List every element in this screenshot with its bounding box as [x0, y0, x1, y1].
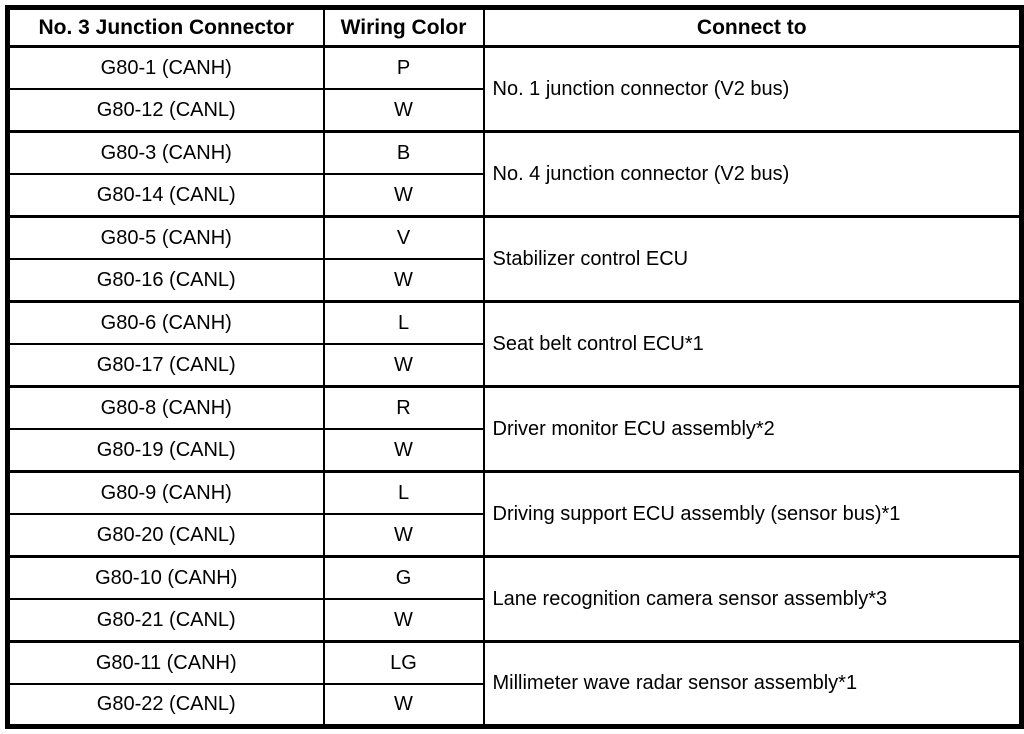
- junction-connector-wiring-table: No. 3 Junction Connector Wiring Color Co…: [5, 5, 1024, 729]
- wiring-color-cell: W: [322, 88, 485, 133]
- table-row: G80-14 (CANL)W: [6, 173, 1022, 218]
- pin-cell: G80-16 (CANL): [6, 258, 325, 303]
- header-junction-connector: No. 3 Junction Connector: [6, 6, 325, 48]
- pin-cell: G80-10 (CANH): [6, 555, 325, 600]
- table-row: G80-20 (CANL)W: [6, 513, 1022, 558]
- header-connect-to: Connect to: [482, 6, 1023, 48]
- table-row: G80-17 (CANL)W: [6, 343, 1022, 388]
- pin-cell: G80-5 (CANH): [6, 215, 325, 260]
- connect-to-cell: Millimeter wave radar sensor assembly*1: [482, 640, 1023, 728]
- pin-cell: G80-17 (CANL): [6, 343, 325, 388]
- pin-cell: G80-8 (CANH): [6, 385, 325, 430]
- connect-to-cell: No. 1 junction connector (V2 bus): [482, 45, 1023, 133]
- wiring-color-cell: R: [322, 385, 485, 430]
- wiring-color-cell: V: [322, 215, 485, 260]
- wiring-color-cell: L: [322, 470, 485, 515]
- pin-cell: G80-21 (CANL): [6, 598, 325, 643]
- connect-to-cell: No. 4 junction connector (V2 bus): [482, 130, 1023, 218]
- wiring-color-cell: W: [322, 343, 485, 388]
- pin-cell: G80-19 (CANL): [6, 428, 325, 473]
- wiring-color-cell: G: [322, 555, 485, 600]
- wiring-color-cell: B: [322, 130, 485, 175]
- wiring-color-cell: LG: [322, 640, 485, 685]
- table-row: G80-21 (CANL)W: [6, 598, 1022, 643]
- pin-cell: G80-11 (CANH): [6, 640, 325, 685]
- connect-to-cell: Lane recognition camera sensor assembly*…: [482, 555, 1023, 643]
- header-row: No. 3 Junction Connector Wiring Color Co…: [6, 6, 1023, 48]
- wiring-color-cell: W: [322, 513, 485, 558]
- pin-cell: G80-22 (CANL): [6, 683, 325, 728]
- wiring-color-cell: L: [322, 300, 485, 345]
- pin-cell: G80-6 (CANH): [6, 300, 325, 345]
- pin-cell: G80-14 (CANL): [6, 173, 325, 218]
- wiring-color-cell: W: [322, 428, 485, 473]
- connect-to-cell: Seat belt control ECU*1: [482, 300, 1023, 388]
- pin-cell: G80-3 (CANH): [6, 130, 325, 175]
- pin-cell: G80-12 (CANL): [6, 88, 325, 133]
- pin-cell: G80-1 (CANH): [6, 45, 325, 90]
- table-row: G80-12 (CANL)W: [6, 88, 1022, 133]
- connect-to-cell: Driver monitor ECU assembly*2: [482, 385, 1023, 473]
- table-row: G80-16 (CANL)W: [6, 258, 1022, 303]
- wiring-color-cell: W: [322, 683, 485, 728]
- table-header: No. 3 Junction Connector Wiring Color Co…: [6, 6, 1023, 48]
- wiring-color-cell: W: [322, 258, 485, 303]
- table-row: G80-22 (CANL)W: [6, 683, 1022, 728]
- wiring-color-cell: W: [322, 173, 485, 218]
- connect-to-cell: Driving support ECU assembly (sensor bus…: [482, 470, 1023, 558]
- pin-cell: G80-9 (CANH): [6, 470, 325, 515]
- wiring-color-cell: P: [322, 45, 485, 90]
- header-wiring-color: Wiring Color: [322, 6, 485, 48]
- table-row: G80-19 (CANL)W: [6, 428, 1022, 473]
- connect-to-cell: Stabilizer control ECU: [482, 215, 1023, 303]
- pin-cell: G80-20 (CANL): [6, 513, 325, 558]
- wiring-color-cell: W: [322, 598, 485, 643]
